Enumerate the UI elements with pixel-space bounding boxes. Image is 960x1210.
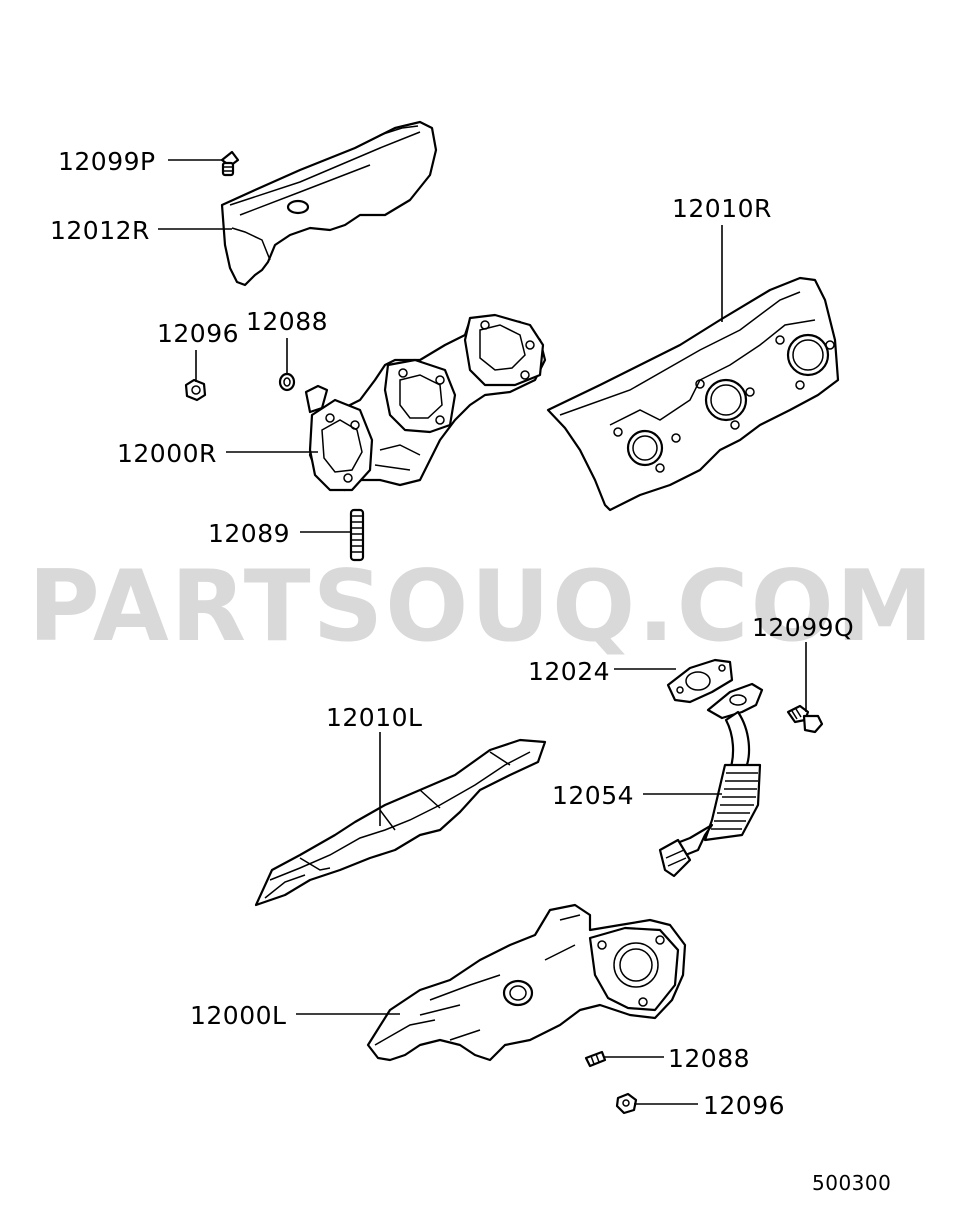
washer-12088-top-part[interactable] [278, 372, 296, 392]
watermark: PARTSOUQ.COM [28, 550, 935, 664]
label-12012R: 12012R [50, 216, 150, 245]
diagram-id: 500300 [812, 1171, 891, 1195]
label-12088-bottom: 12088 [668, 1044, 750, 1073]
bolt-12099Q-part[interactable] [786, 704, 824, 734]
egr-pipe-12054-part[interactable] [658, 682, 764, 878]
label-12089: 12089 [208, 519, 290, 548]
label-12096-top: 12096 [157, 319, 239, 348]
gasket-12024-part[interactable] [666, 658, 734, 704]
label-12088-top: 12088 [246, 307, 328, 336]
exhaust-manifold-left-part[interactable] [366, 903, 687, 1062]
label-12096-bottom: 12096 [703, 1091, 785, 1120]
exhaust-manifold-right-part[interactable] [304, 313, 547, 492]
label-12000L: 12000L [190, 1001, 286, 1030]
label-12000R: 12000R [117, 439, 217, 468]
stud-12089-part[interactable] [349, 508, 365, 562]
label-12099P: 12099P [58, 147, 156, 176]
label-12054: 12054 [552, 781, 634, 810]
nut-12096-top-part[interactable] [184, 378, 207, 402]
heat-shield-right-part[interactable] [220, 120, 438, 287]
label-12099Q: 12099Q [752, 613, 854, 642]
nut-12096-bottom-part[interactable] [615, 1092, 638, 1115]
label-12024: 12024 [528, 657, 610, 686]
washer-12088-bottom-part[interactable] [584, 1050, 607, 1068]
heat-shield-12010R-part[interactable] [546, 276, 840, 512]
heat-shield-12010L-part[interactable] [254, 738, 547, 907]
label-12010L: 12010L [326, 703, 422, 732]
bolt-12099P-part[interactable] [220, 150, 240, 177]
leader-lines [158, 159, 807, 1105]
label-12010R: 12010R [672, 194, 772, 223]
